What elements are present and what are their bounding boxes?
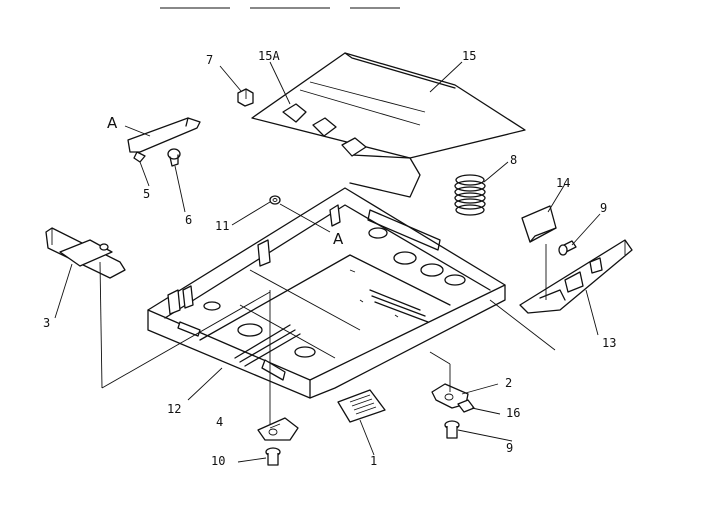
- label-9-right: 9: [600, 201, 607, 215]
- label-15: 15: [462, 49, 476, 63]
- part-labels: 7 15A 15 A 8 5 6 14 9 11 A 3 13 2 12 16 …: [43, 49, 616, 468]
- screw-part-6: [167, 148, 181, 167]
- top-cover-part-15: [251, 52, 526, 198]
- latch-part-3: [45, 227, 126, 279]
- bracket-part-a: [127, 117, 201, 153]
- screw-part-9-bottom: [444, 420, 460, 439]
- label-12: 12: [167, 402, 181, 416]
- label-6: 6: [185, 213, 192, 227]
- screw-part-9-right: [558, 240, 577, 256]
- label-plate-part-1: [337, 389, 386, 423]
- label-ref-a-2: A: [333, 230, 344, 248]
- grommet-part-11: [269, 195, 281, 205]
- rail-part-13: [519, 239, 633, 314]
- spring-part-8: [454, 174, 486, 216]
- label-13: 13: [602, 336, 616, 350]
- label-10: 10: [211, 454, 225, 468]
- hook-part-5: [133, 151, 146, 163]
- clip-part-7: [237, 88, 254, 107]
- label-1: 1: [370, 454, 377, 468]
- bracket-part-4: [257, 417, 299, 441]
- label-ref-a-1: A: [107, 114, 118, 132]
- label-7: 7: [206, 53, 213, 67]
- label-9-bottom: 9: [506, 441, 513, 455]
- cover-part-14: [521, 205, 557, 243]
- label-4: 4: [216, 415, 223, 429]
- label-3: 3: [43, 316, 50, 330]
- label-5: 5: [143, 187, 150, 201]
- label-2: 2: [505, 376, 512, 390]
- label-16: 16: [506, 406, 520, 420]
- tray-base-part-12: [147, 187, 506, 399]
- label-14: 14: [556, 176, 570, 190]
- label-15a: 15A: [258, 49, 280, 63]
- leader-lines: [54, 61, 601, 463]
- label-11: 11: [215, 219, 229, 233]
- screw-part-10: [265, 447, 281, 466]
- label-8: 8: [510, 153, 517, 167]
